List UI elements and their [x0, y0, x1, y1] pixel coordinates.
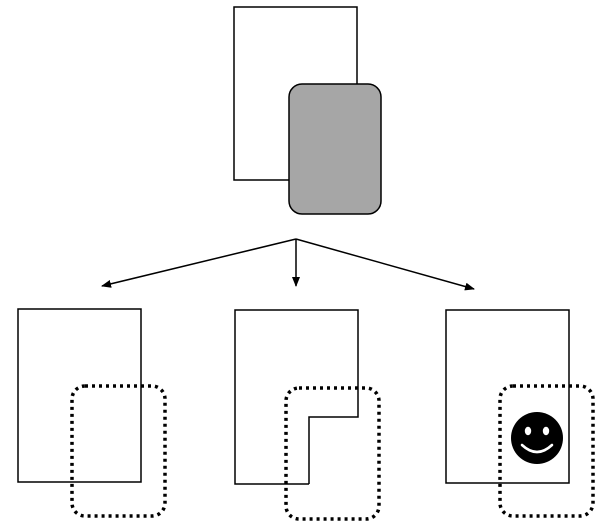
- arrow-left: [101, 238, 297, 288]
- variant2-dotted-overlay: [284, 386, 381, 521]
- variant-smiley-overlay: [445, 309, 595, 518]
- variant1-dotted-overlay: [70, 384, 167, 518]
- variant3-dotted-overlay: [498, 384, 595, 518]
- variant2-cutout-rectangle: [234, 309, 359, 485]
- variant1-rectangle: [17, 308, 142, 483]
- branch-arrows: [101, 238, 475, 291]
- smiley-icon: [511, 412, 563, 464]
- variant-dotted-overlay: [17, 308, 167, 518]
- top-grey-overlay: [288, 83, 382, 215]
- variant3-rectangle: [445, 309, 570, 484]
- variant-cutout-overlay: [234, 309, 381, 521]
- arrow-right: [295, 238, 475, 291]
- top-group: [233, 6, 382, 215]
